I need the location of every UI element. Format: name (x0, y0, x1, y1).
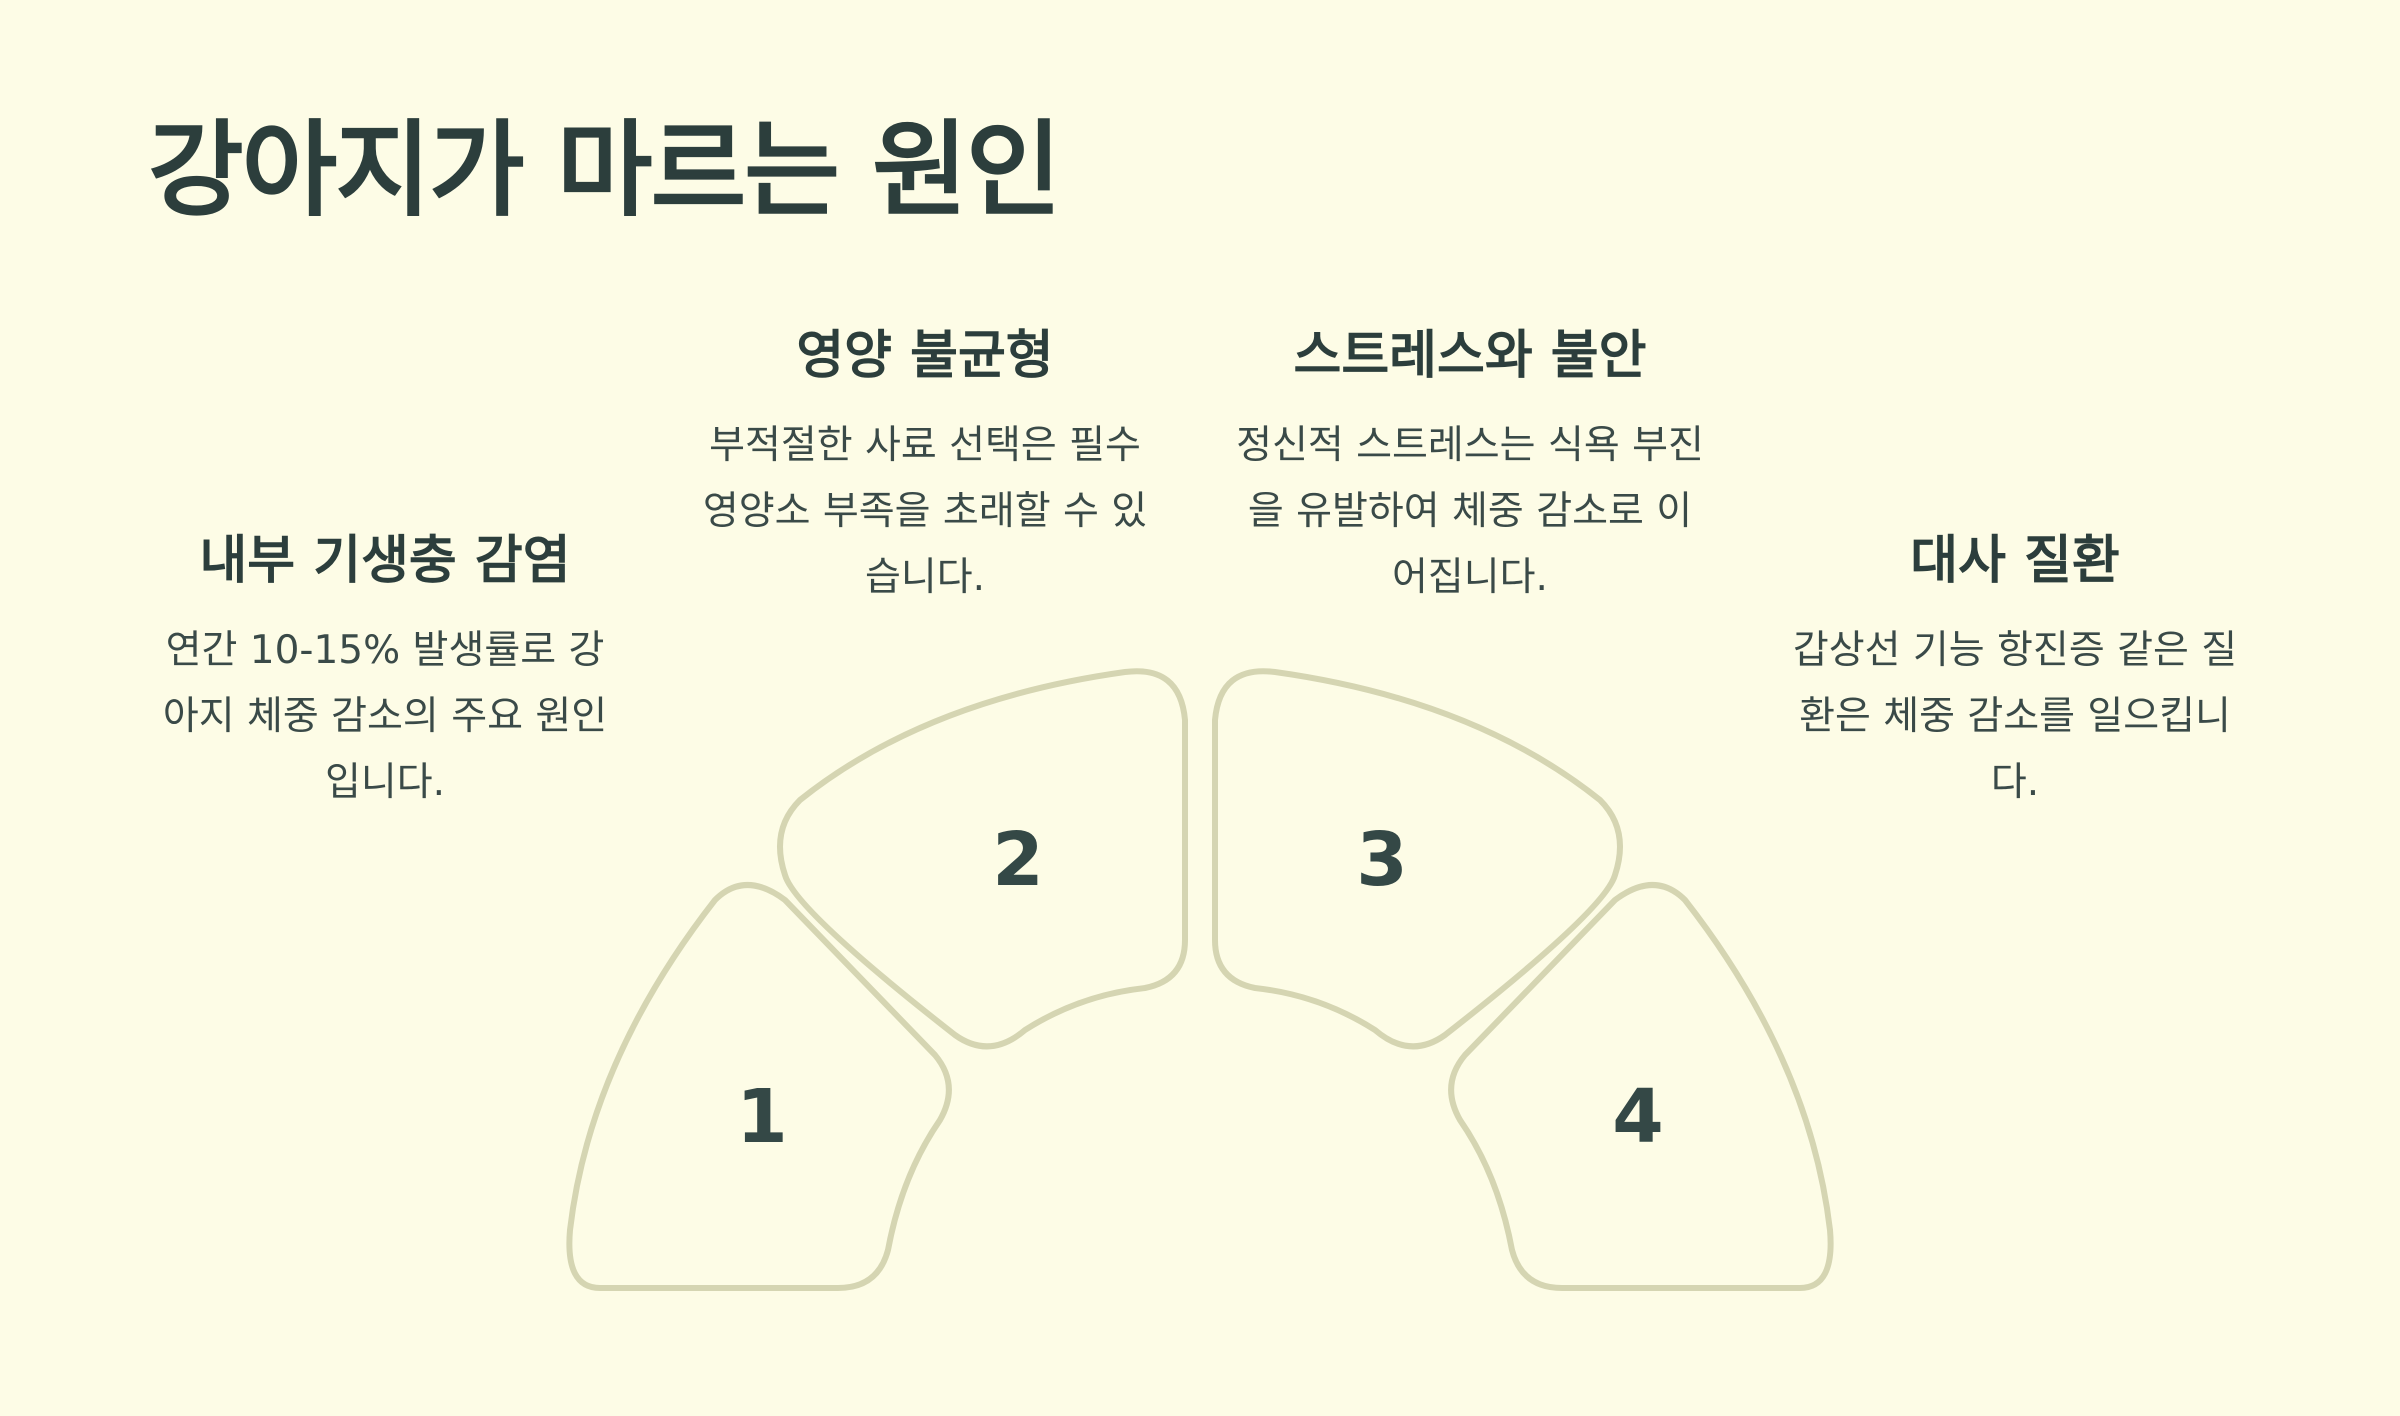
cause-block-4: 대사 질환 갑상선 기능 항진증 같은 질환은 체중 감소를 일으킵니다. (1780, 530, 2250, 816)
arc-segment-3-shape (1212, 668, 1623, 1050)
cause-description-4: 갑상선 기능 항진증 같은 질환은 체중 감소를 일으킵니다. (1792, 628, 2238, 806)
cause-heading-2: 영양 불균형 (796, 326, 1054, 386)
arc-segment-2: 2 (777, 668, 1188, 1050)
page-title: 강아지가 마르는 원인 (148, 109, 1062, 231)
cause-heading-3: 스트레스와 불안 (1293, 326, 1647, 386)
cause-block-3: 스트레스와 불안 정신적 스트레스는 식욕 부진을 유발하여 체중 감소로 이어… (1235, 325, 1705, 611)
arc-segment-4-shape (1448, 882, 1834, 1291)
cause-description-3: 정신적 스트레스는 식욕 부진을 유발하여 체중 감소로 이어집니다. (1236, 423, 1704, 601)
arc-segment-1-number: 1 (736, 1074, 788, 1160)
cause-heading-4: 대사 질환 (1910, 531, 2120, 591)
arc-segment-2-shape (777, 668, 1188, 1050)
arc-segment-3: 3 (1212, 668, 1623, 1050)
arc-segment-4-number: 4 (1612, 1074, 1664, 1160)
arc-segment-3-number: 3 (1356, 817, 1408, 903)
arc-segment-1: 1 (566, 882, 952, 1291)
cause-block-1: 내부 기생충 감염 연간 10-15% 발생률로 강아지 체중 감소의 주요 원… (150, 530, 620, 816)
cause-description-2: 부적절한 사료 선택은 필수 영양소 부족을 초래할 수 있습니다. (702, 423, 1148, 601)
cause-description-1: 연간 10-15% 발생률로 강아지 체중 감소의 주요 원인입니다. (162, 628, 608, 806)
arc-segment-4: 4 (1448, 882, 1834, 1291)
arc-segment-2-number: 2 (992, 817, 1044, 903)
arc-segment-1-shape (566, 882, 952, 1291)
cause-heading-1: 내부 기생충 감염 (199, 531, 571, 591)
cause-block-2: 영양 불균형 부적절한 사료 선택은 필수 영양소 부족을 초래할 수 있습니다… (690, 325, 1160, 611)
